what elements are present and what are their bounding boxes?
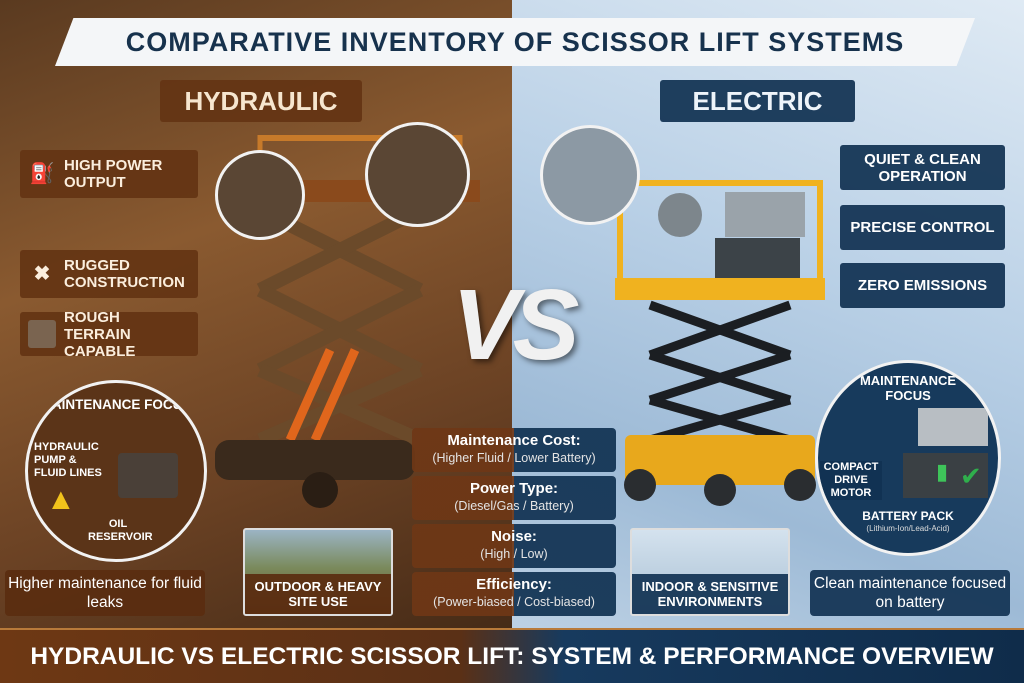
battery-charge-icon: ▮ <box>936 459 949 484</box>
comparison-label: Maintenance Cost: <box>447 432 581 449</box>
feature-zero-emissions: ZERO EMISSIONS <box>840 263 1005 308</box>
electric-label: ELECTRIC <box>660 80 855 122</box>
hydraulic-label: HYDRAULIC <box>160 80 362 122</box>
comparison-efficiency: Efficiency: (Power-biased / Cost-biased) <box>412 572 616 616</box>
indoor-use-caption: INDOOR & SENSITIVE ENVIRONMENTS <box>632 574 788 614</box>
page-title: COMPARATIVE INVENTORY OF SCISSOR LIFT SY… <box>55 18 975 66</box>
electric-motor-detail-circle <box>540 125 640 225</box>
footer-banner: HYDRAULIC VS ELECTRIC SCISSOR LIFT: SYST… <box>0 628 1024 683</box>
comparison-maintenance-cost: Maintenance Cost: (Higher Fluid / Lower B… <box>412 428 616 472</box>
battery-pack-callout: BATTERY PACK <box>862 509 954 523</box>
hydraulic-detail-circle <box>215 150 305 240</box>
indoor-use-thumbnail: INDOOR & SENSITIVE ENVIRONMENTS <box>630 528 790 616</box>
feature-rough-terrain: ROUGH TERRAIN CAPABLE <box>20 309 198 360</box>
outdoor-use-caption: OUTDOOR & HEAVY SITE USE <box>245 574 391 614</box>
feature-rugged: ✖ RUGGED CONSTRUCTION <box>20 250 198 298</box>
comparison-label: Efficiency: <box>476 576 552 593</box>
vs-label: VS <box>452 269 579 381</box>
hydraulic-maintenance-circle: MAINTENANCE FOCUS HYDRAULIC PUMP & FLUID… <box>25 380 207 562</box>
comparison-value: (Diesel/Gas / Battery) <box>454 499 574 513</box>
maintenance-title: MAINTENANCE FOCUS <box>859 373 957 403</box>
wrench-screwdriver-icon: ✖ <box>33 262 51 285</box>
pump-callout: HYDRAULIC PUMP & FLUID LINES <box>34 441 102 479</box>
oil-warning-icon: ▲ <box>46 483 76 516</box>
oil-reservoir-callout: OIL RESERVOIR <box>88 518 153 543</box>
comparison-value: (High / Low) <box>480 547 548 561</box>
pump-illustration <box>118 453 178 498</box>
comparison-value: (Higher Fluid / Lower Battery) <box>432 451 596 465</box>
electric-maintenance-circle: MAINTENANCE FOCUS COMPACT DRIVE MOTOR ▮ … <box>815 360 1001 556</box>
battery-illustration <box>903 453 988 498</box>
controller-box <box>918 408 988 446</box>
hydraulic-detail-circle <box>365 122 470 227</box>
feature-text: HIGH POWER OUTPUT <box>64 157 163 191</box>
comparison-power-type: Power Type: (Diesel/Gas / Battery) <box>412 476 616 520</box>
comparison-label: Noise: <box>491 528 537 545</box>
outdoor-use-thumbnail: OUTDOOR & HEAVY SITE USE <box>243 528 393 616</box>
shield-check-icon: ✔ <box>960 461 982 491</box>
feature-text: RUGGED CONSTRUCTION <box>64 257 185 291</box>
terrain-icon <box>28 320 56 348</box>
comparison-noise: Noise: (High / Low) <box>412 524 616 568</box>
comparison-label: Power Type: <box>469 480 559 497</box>
battery-pack-type: (Lithium-Ion/Lead-Acid) <box>866 524 950 533</box>
feature-quiet-clean: QUIET & CLEAN OPERATION <box>840 145 1005 190</box>
feature-high-power: ⛽ HIGH POWER OUTPUT <box>20 150 198 198</box>
electric-maintenance-note: Clean maintenance focused on battery <box>810 570 1010 616</box>
feature-text: ROUGH TERRAIN CAPABLE <box>64 308 136 360</box>
drive-motor-callout: COMPACT DRIVE MOTOR <box>820 461 882 500</box>
feature-precise-control: PRECISE CONTROL <box>840 205 1005 250</box>
maintenance-title: MAINTENANCE FOCUS <box>40 397 192 412</box>
comparison-value: (Power-biased / Cost-biased) <box>433 595 595 609</box>
hydraulic-maintenance-note: Higher maintenance for fluid leaks <box>5 570 205 616</box>
electric-lift-illustration <box>615 180 825 506</box>
oil-can-icon: ⛽ <box>29 162 55 185</box>
